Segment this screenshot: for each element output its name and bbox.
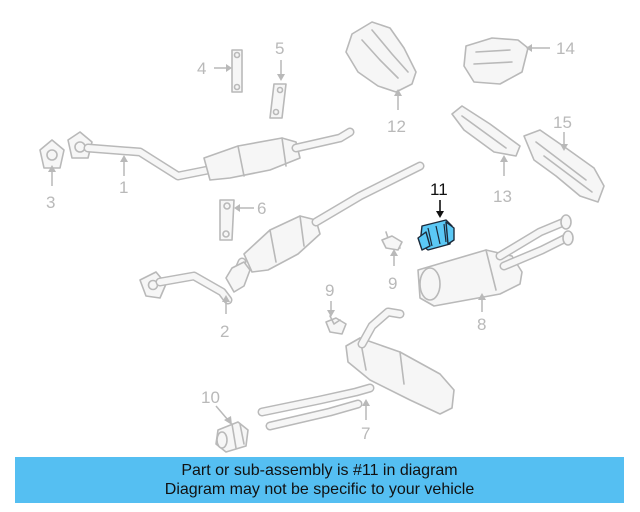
arrow-2 (222, 295, 230, 302)
callout-2: 2 (220, 322, 229, 341)
arrow-5 (277, 74, 285, 81)
banner-line-1: Part or sub-assembly is #11 in diagram (181, 462, 458, 479)
arrow-1 (120, 155, 128, 162)
callout-14: 14 (556, 39, 575, 58)
callout-9b: 9 (325, 281, 334, 300)
callout-6: 6 (257, 199, 266, 218)
banner-line-2: Diagram may not be specific to your vehi… (164, 481, 475, 498)
arrow-3 (48, 165, 56, 172)
arrow-12 (394, 89, 402, 96)
part-7-center-muffler[interactable] (257, 307, 455, 431)
part-4-strap[interactable] (231, 49, 243, 93)
callout-1: 1 (119, 178, 128, 197)
part-10-clamp[interactable] (215, 421, 249, 453)
callout-13: 13 (493, 187, 512, 206)
part-13-heat-shield[interactable] (451, 105, 521, 157)
callout-9a: 9 (388, 274, 397, 293)
part-9-hanger-upper[interactable] (381, 231, 403, 251)
callout-4: 4 (197, 59, 206, 78)
part-1-front-pipe-catalytic-converter[interactable] (67, 127, 355, 181)
arrow-9b (327, 310, 335, 317)
arrow-9a (390, 249, 398, 256)
callout-7: 7 (361, 424, 370, 443)
arrow-6 (234, 204, 240, 212)
callout-15: 15 (553, 113, 572, 132)
part-5-bracket[interactable] (269, 83, 287, 119)
part-15-heat-shield[interactable] (523, 129, 605, 203)
callout-5: 5 (275, 39, 284, 58)
arrow-14 (526, 44, 532, 52)
callout-10: 10 (201, 388, 220, 407)
part-8-rear-muffler[interactable] (417, 214, 574, 307)
arrow-4 (226, 64, 232, 72)
arrow-10 (224, 416, 232, 425)
part-11-clamp-highlighted[interactable] (417, 219, 455, 251)
callout-3: 3 (46, 193, 55, 212)
part-12-heat-shield[interactable] (345, 21, 417, 93)
callout-12: 12 (387, 117, 406, 136)
part-3-gasket[interactable] (39, 139, 65, 169)
part-9-hanger-lower[interactable] (325, 315, 347, 335)
callout-8: 8 (477, 315, 486, 334)
arrow-8 (478, 293, 486, 300)
part-14-heat-shield[interactable] (463, 37, 529, 85)
arrow-13 (500, 155, 508, 162)
leader-10 (215, 405, 229, 421)
arrow-7 (362, 399, 370, 406)
callout-11: 11 (430, 180, 448, 199)
arrow-11 (436, 211, 444, 218)
part-2-intermediate-pipe-catalytic-converter[interactable] (139, 161, 425, 305)
arrow-15 (560, 144, 568, 151)
part-6-bracket[interactable] (219, 199, 235, 241)
info-banner: Part or sub-assembly is #11 in diagram D… (15, 457, 624, 503)
